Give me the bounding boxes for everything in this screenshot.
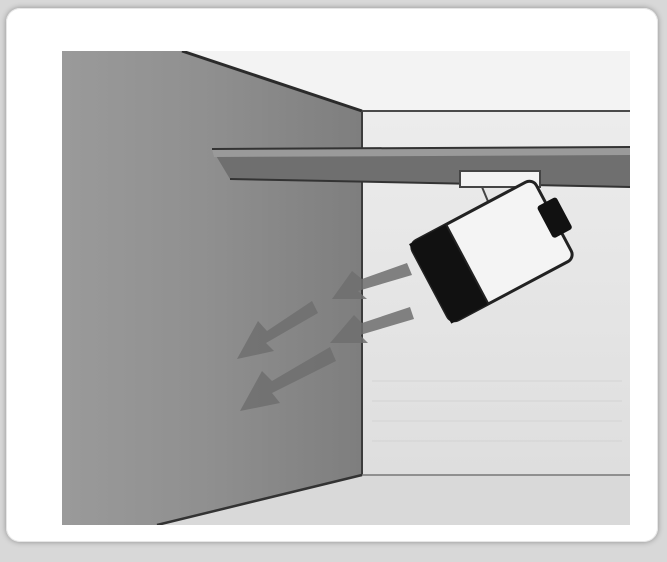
left-wall <box>62 51 362 525</box>
image-frame <box>6 8 658 542</box>
garage-illustration <box>62 51 630 525</box>
